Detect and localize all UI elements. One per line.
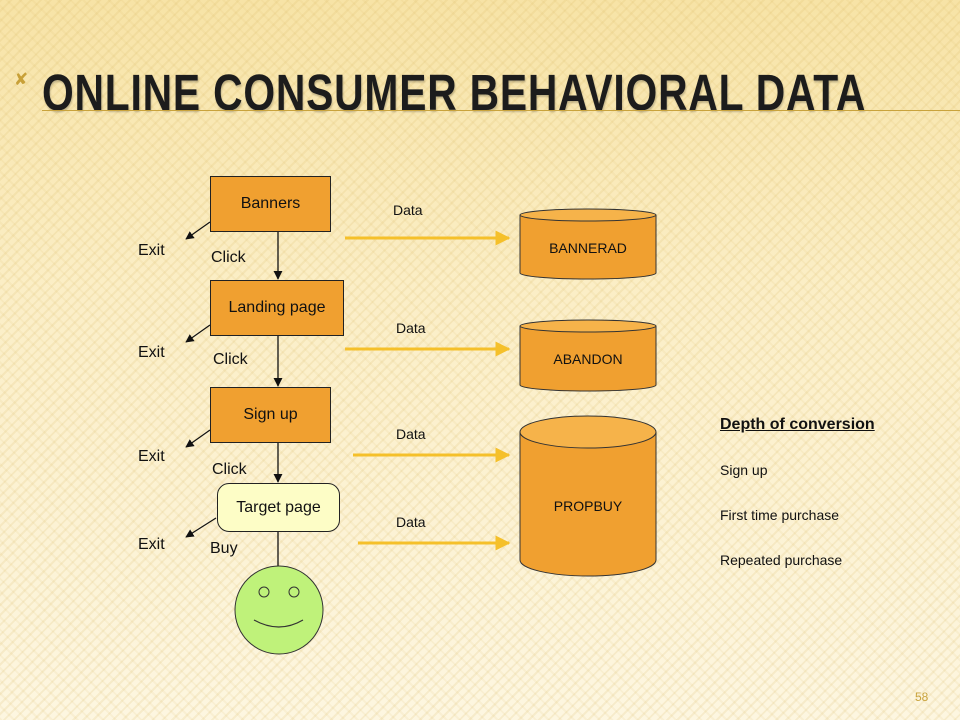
database-abandon — [519, 319, 657, 392]
depth-item-repeated-purchase: Repeated purchase — [720, 552, 843, 568]
depth-item-sign-up: Sign up — [720, 462, 768, 478]
database-bannerad — [519, 208, 657, 280]
depth-of-conversion-title: Depth of conversion — [720, 416, 875, 433]
action-label-1: Click — [211, 249, 246, 266]
database-propbuy — [519, 415, 657, 577]
stage-banners: Banners — [210, 176, 331, 232]
action-label-4: Buy — [210, 540, 238, 557]
data-label-2: Data — [396, 320, 426, 336]
database-label-abandon: ABANDON — [553, 351, 623, 367]
stage-sign-up: Sign up — [210, 387, 331, 443]
exit-label-1: Exit — [138, 242, 165, 259]
title-bullet-icon: ✘ — [14, 70, 29, 89]
stage-landing-page: Landing page — [210, 280, 344, 336]
database-label-propbuy: PROPBUY — [553, 498, 623, 514]
action-label-3: Click — [212, 461, 247, 478]
title-divider — [42, 110, 960, 111]
exit-arrow-3 — [185, 429, 211, 448]
database-label-bannerad: BANNERAD — [549, 240, 627, 256]
exit-arrow-1 — [185, 221, 211, 240]
data-label-4: Data — [396, 514, 426, 530]
exit-label-3: Exit — [138, 448, 165, 465]
page-title: ONLINE CONSUMER BEHAVIORAL DATA — [42, 64, 867, 121]
exit-label-4: Exit — [138, 536, 165, 553]
depth-item-first-purchase: First time purchase — [720, 507, 840, 523]
data-label-1: Data — [393, 202, 423, 218]
exit-arrow-4 — [185, 517, 217, 538]
smiley-face-icon — [234, 565, 324, 655]
exit-arrow-2 — [185, 324, 211, 343]
data-label-3: Data — [396, 426, 426, 442]
action-label-2: Click — [213, 351, 248, 368]
page-number: 58 — [915, 690, 929, 704]
exit-label-2: Exit — [138, 344, 165, 361]
stage-target-page: Target page — [217, 483, 340, 532]
